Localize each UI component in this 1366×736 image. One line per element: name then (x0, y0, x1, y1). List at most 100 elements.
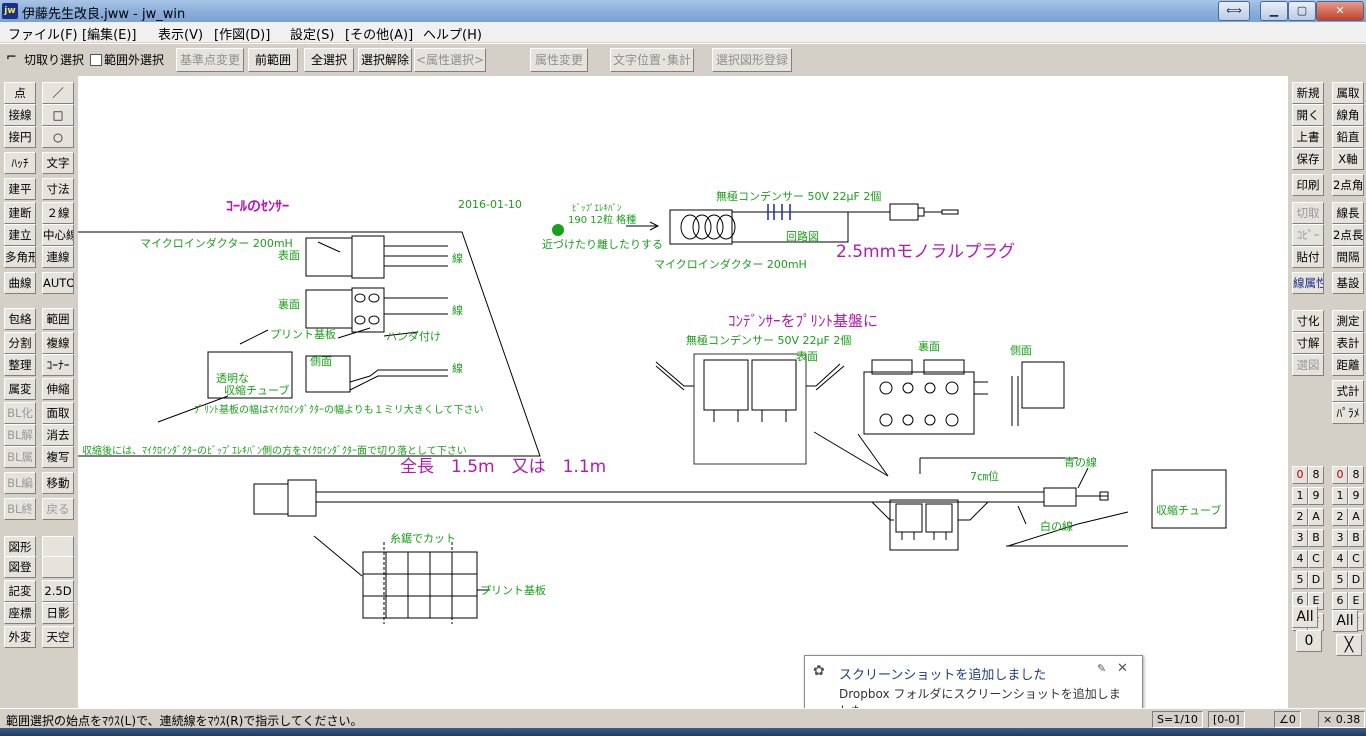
layer-zero[interactable]: 0 (1296, 630, 1322, 652)
left-tool-19-1[interactable] (42, 556, 74, 578)
menu-file[interactable]: ファイル(F) (8, 28, 78, 43)
right-tool-8-0[interactable]: 線属性 (1292, 272, 1324, 294)
left-tool-10-1[interactable]: 複線 (42, 332, 74, 354)
menu-edit[interactable]: [編集(E)] (82, 28, 137, 43)
left-tool-21-1[interactable]: 日影 (42, 602, 74, 624)
layer-group-C[interactable]: C (1308, 550, 1324, 568)
angle-indicator[interactable]: ∠0 (1274, 711, 1301, 728)
close-button[interactable]: ✕ (1316, 1, 1364, 21)
left-tool-20-1[interactable]: 2.5D (42, 580, 74, 602)
right-tool-4-0[interactable]: 印刷 (1292, 174, 1324, 196)
layer-C[interactable]: C (1348, 550, 1364, 568)
layer-B[interactable]: B (1348, 529, 1364, 547)
right-tool-5-1[interactable]: 線長 (1332, 202, 1364, 224)
layer-group-2[interactable]: 2 (1292, 508, 1308, 526)
left-tool-1-0[interactable]: 接線 (4, 104, 36, 126)
left-tool-11-1[interactable]: ｺｰﾅｰ (42, 354, 74, 376)
right-tool-10-1[interactable]: 表計 (1332, 332, 1364, 354)
layer-group-0[interactable]: 0 (1292, 466, 1308, 484)
select-all-button[interactable]: 全選択 (304, 48, 354, 72)
left-tool-16-1[interactable]: 移動 (42, 472, 74, 494)
right-tool-6-0[interactable]: ｺﾋﾟｰ (1292, 224, 1324, 246)
layer-group-3[interactable]: 3 (1292, 529, 1308, 547)
menu-draw[interactable]: [作図(D)] (214, 28, 271, 43)
right-tool-10-0[interactable]: 寸解 (1292, 332, 1324, 354)
right-tool-0-1[interactable]: 属取 (1332, 82, 1364, 104)
left-tool-0-1[interactable]: ／ (42, 82, 74, 104)
right-tool-3-1[interactable]: X軸 (1332, 148, 1364, 170)
left-tool-20-0[interactable]: 記変 (4, 580, 36, 602)
layer-cross-icon[interactable]: ╳ (1336, 634, 1362, 656)
maximize-button[interactable]: ▢ (1288, 1, 1316, 21)
left-tool-13-0[interactable]: BL化 (4, 402, 36, 424)
register-selection-button[interactable]: 選択図形登録 (712, 48, 792, 72)
layer-4[interactable]: 4 (1332, 550, 1348, 568)
left-tool-14-1[interactable]: 消去 (42, 424, 74, 446)
title-bar[interactable]: jw 伊藤先生改良.jww - jw_win ⟺ ▁ ▢ ✕ (0, 0, 1366, 22)
left-tool-5-0[interactable]: 建断 (4, 202, 36, 224)
layer-9[interactable]: 9 (1348, 487, 1364, 505)
attribute-select-button[interactable]: <属性選択> (414, 48, 486, 72)
left-tool-8-0[interactable]: 曲線 (4, 272, 36, 294)
menu-other[interactable]: [その他(A)] (345, 28, 414, 43)
left-tool-15-1[interactable]: 複写 (42, 446, 74, 468)
layer-group-8[interactable]: 8 (1308, 466, 1324, 484)
left-tool-22-1[interactable]: 天空 (42, 626, 74, 648)
left-tool-12-1[interactable]: 伸縮 (42, 378, 74, 400)
pin-icon[interactable]: ✎ (1097, 662, 1107, 675)
left-tool-18-0[interactable]: 図形 (4, 536, 36, 558)
layer-E[interactable]: E (1348, 592, 1364, 610)
right-tool-3-0[interactable]: 保存 (1292, 148, 1324, 170)
layer-5[interactable]: 5 (1332, 571, 1348, 589)
layer-group-1[interactable]: 1 (1292, 487, 1308, 505)
layer-D[interactable]: D (1348, 571, 1364, 589)
right-tool-5-0[interactable]: 切取 (1292, 202, 1324, 224)
base-point-change-button[interactable]: 基準点変更 (176, 48, 244, 72)
left-tool-3-0[interactable]: ﾊｯﾁ (4, 152, 36, 174)
layer-6[interactable]: 6 (1332, 592, 1348, 610)
layer-all[interactable]: All (1332, 610, 1358, 632)
right-tool-0-0[interactable]: 新規 (1292, 82, 1324, 104)
left-tool-6-1[interactable]: 中心線 (42, 224, 74, 246)
right-tool-11-1[interactable]: 距離 (1332, 354, 1364, 376)
left-tool-2-1[interactable]: ○ (42, 126, 74, 148)
layer-0[interactable]: 0 (1332, 466, 1348, 484)
layer-2[interactable]: 2 (1332, 508, 1348, 526)
scale-indicator[interactable]: S=1/10 (1152, 711, 1203, 728)
menu-settings[interactable]: 設定(S) (290, 28, 335, 43)
left-tool-7-1[interactable]: 連線 (42, 246, 74, 268)
layer-group-D[interactable]: D (1308, 571, 1324, 589)
left-tool-3-1[interactable]: 文字 (42, 152, 74, 174)
right-tool-11-0[interactable]: 選図 (1292, 354, 1324, 376)
layer-group-4[interactable]: 4 (1292, 550, 1308, 568)
previous-range-button[interactable]: 前範囲 (248, 48, 298, 72)
right-tool-9-1[interactable]: 測定 (1332, 310, 1364, 332)
left-tool-15-0[interactable]: BL属 (4, 446, 36, 468)
left-tool-5-1[interactable]: ２線 (42, 202, 74, 224)
out-of-range-checkbox[interactable] (90, 54, 102, 66)
left-tool-9-1[interactable]: 範囲 (42, 308, 74, 330)
left-tool-8-1[interactable]: AUTO (42, 272, 74, 294)
minimize-button[interactable]: ▁ (1260, 1, 1288, 21)
right-tool-12-1[interactable]: 式計 (1332, 380, 1364, 402)
right-tool-7-0[interactable]: 貼付 (1292, 246, 1324, 268)
left-tool-10-0[interactable]: 分割 (4, 332, 36, 354)
left-tool-1-1[interactable]: □ (42, 104, 74, 126)
left-tool-4-1[interactable]: 寸法 (42, 178, 74, 200)
layer-group-5[interactable]: 5 (1292, 571, 1308, 589)
left-tool-7-0[interactable]: 多角形 (4, 246, 36, 268)
right-tool-13-1[interactable]: ﾊﾟﾗﾒ (1332, 402, 1364, 424)
layer-group-all[interactable]: All (1292, 606, 1318, 628)
right-tool-7-1[interactable]: 間隔 (1332, 246, 1364, 268)
layer-group-A[interactable]: A (1308, 508, 1324, 526)
layer-group-B[interactable]: B (1308, 529, 1324, 547)
left-tool-14-0[interactable]: BL解 (4, 424, 36, 446)
left-tool-17-1[interactable]: 戻る (42, 498, 74, 520)
right-tool-2-0[interactable]: 上書 (1292, 126, 1324, 148)
text-position-total-button[interactable]: 文字位置･集計 (610, 48, 694, 72)
left-tool-2-0[interactable]: 接円 (4, 126, 36, 148)
layer-group-9[interactable]: 9 (1308, 487, 1324, 505)
right-tool-1-0[interactable]: 開く (1292, 104, 1324, 126)
right-tool-8-1[interactable]: 基設 (1332, 272, 1364, 294)
close-icon[interactable]: ✕ (1117, 661, 1128, 676)
